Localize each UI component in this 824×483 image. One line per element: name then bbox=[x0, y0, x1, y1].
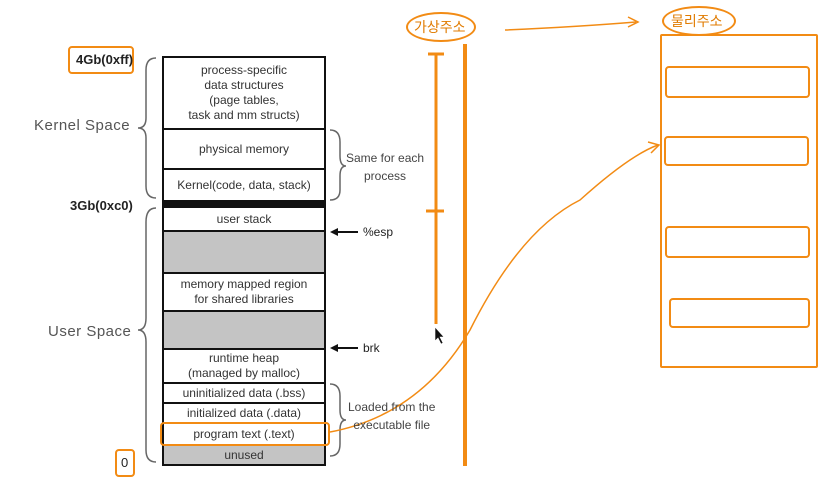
segment-heap-gap bbox=[162, 310, 326, 350]
program-text-highlight bbox=[160, 422, 330, 446]
segment-data: initialized data (.data) bbox=[162, 402, 326, 424]
segment-process-specific-line-4: task and mm structs) bbox=[188, 108, 300, 122]
segment-process-specific-line-3: (page tables, bbox=[209, 93, 279, 107]
mapping-curve bbox=[329, 144, 659, 433]
physical-address-label: 물리주소 bbox=[671, 14, 723, 30]
esp-label: %esp bbox=[363, 225, 394, 239]
same-for-each-line-1: Same for each bbox=[346, 151, 425, 165]
virtual-address-bubble bbox=[406, 12, 476, 42]
segment-stack-gap bbox=[162, 230, 326, 274]
kernel-brace bbox=[137, 57, 157, 199]
segment-heap-line-2: (managed by malloc) bbox=[187, 366, 301, 380]
segment-process-specific-line-2: data structures bbox=[204, 78, 284, 92]
bottom-address-highlight bbox=[115, 449, 135, 477]
mouse-cursor-icon bbox=[434, 326, 445, 345]
mapping-curve-arrowhead bbox=[647, 141, 661, 154]
physical-frame-3 bbox=[665, 226, 810, 258]
loaded-brace bbox=[329, 383, 347, 457]
physical-memory-panel bbox=[660, 34, 818, 368]
segment-mmap-line-2: for shared libraries bbox=[194, 292, 294, 306]
virtual-to-physical-arrowhead bbox=[627, 16, 640, 28]
virtual-to-physical-arrow bbox=[504, 21, 637, 31]
loaded-from-line-1: Loaded from the bbox=[348, 400, 436, 414]
same-process-brace bbox=[329, 129, 347, 201]
same-for-each-note: Same for each process bbox=[346, 149, 424, 185]
user-brace bbox=[137, 207, 157, 463]
segment-physical-memory: physical memory bbox=[162, 128, 326, 170]
loaded-from-line-2: executable file bbox=[353, 418, 431, 432]
kernel-user-divider bbox=[162, 201, 326, 206]
segment-mmap-line-1: memory mapped region bbox=[180, 277, 308, 291]
segment-process-specific-line-1: process-specific bbox=[200, 63, 288, 77]
segment-bss: uninitialized data (.bss) bbox=[162, 382, 326, 404]
physical-frame-1 bbox=[665, 66, 810, 98]
physical-frame-2 bbox=[664, 136, 809, 166]
physical-frame-4 bbox=[669, 298, 810, 328]
top-address-label: 4Gb(0xff) bbox=[76, 52, 134, 67]
segment-unused: unused bbox=[162, 444, 326, 466]
top-address-highlight bbox=[68, 46, 134, 74]
esp-arrowhead bbox=[330, 228, 338, 236]
kernel-space-label: Kernel Space bbox=[34, 117, 131, 134]
kernel-boundary-address: 3Gb(0xc0) bbox=[70, 198, 133, 213]
virtual-address-label: 가상주소 bbox=[414, 20, 466, 36]
segment-heap: runtime heap (managed by malloc) bbox=[162, 348, 326, 384]
segment-user-stack: user stack bbox=[162, 206, 326, 232]
segment-kernel-code: Kernel(code, data, stack) bbox=[162, 168, 326, 202]
segment-heap-line-1: runtime heap bbox=[208, 351, 280, 365]
same-for-each-line-2: process bbox=[364, 169, 407, 183]
brk-label: brk bbox=[363, 341, 380, 355]
brk-arrowhead bbox=[330, 344, 338, 352]
bottom-address-label: 0 bbox=[121, 455, 129, 470]
user-space-label: User Space bbox=[48, 323, 132, 340]
segment-process-specific: process-specific data structures (page t… bbox=[162, 56, 326, 130]
segment-mmap: memory mapped region for shared librarie… bbox=[162, 272, 326, 312]
loaded-from-note: Loaded from the executable file bbox=[348, 398, 435, 434]
